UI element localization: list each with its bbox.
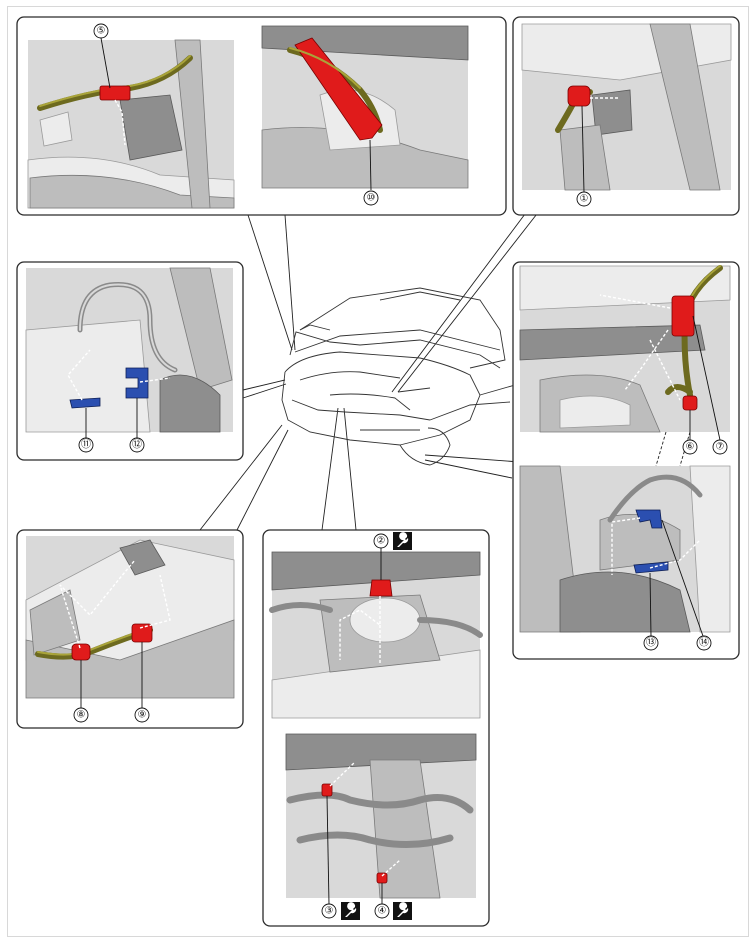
svg-text:⑩: ⑩ xyxy=(367,193,376,204)
panel-bottom-center xyxy=(262,529,490,927)
callout-11: ⑪ xyxy=(78,437,94,453)
bolt-4 xyxy=(376,872,388,884)
callout-1: ① xyxy=(576,191,592,207)
svg-text:⑬: ⑬ xyxy=(646,637,656,649)
wrench-icon xyxy=(393,902,412,920)
wrench-icon xyxy=(393,532,412,550)
svg-text:⑫: ⑫ xyxy=(132,439,142,451)
callout-9: ⑨ xyxy=(134,707,150,723)
callout-5: ⑤ xyxy=(93,23,109,39)
callout-7: ⑦ xyxy=(712,439,728,455)
svg-text:⑥: ⑥ xyxy=(686,442,695,453)
clip-5 xyxy=(99,85,131,101)
svg-text:②: ② xyxy=(377,536,386,547)
bolt-2 xyxy=(369,579,393,597)
svg-text:⑪: ⑪ xyxy=(81,439,91,451)
clip-8 xyxy=(71,643,91,661)
wrench-icon xyxy=(341,902,360,920)
callout-8: ⑧ xyxy=(73,707,89,723)
clip-11 xyxy=(69,397,101,409)
svg-text:④: ④ xyxy=(378,906,387,917)
clip-9 xyxy=(131,623,153,643)
panel-bottom-left xyxy=(16,529,244,729)
panel-middle-right xyxy=(512,261,740,660)
callout-14: ⑭ xyxy=(696,635,712,651)
callout-10: ⑩ xyxy=(363,190,379,206)
callout-12: ⑫ xyxy=(129,437,145,453)
svg-text:⑧: ⑧ xyxy=(77,710,86,721)
svg-text:①: ① xyxy=(580,194,589,205)
svg-text:⑭: ⑭ xyxy=(699,637,709,649)
panel-top-left xyxy=(16,16,507,216)
svg-text:⑤: ⑤ xyxy=(97,26,106,37)
vehicle-outline xyxy=(281,287,521,466)
clip-6 xyxy=(682,395,698,411)
clip-12 xyxy=(125,367,149,399)
svg-text:⑨: ⑨ xyxy=(138,710,147,721)
callout-6: ⑥ xyxy=(682,439,698,455)
callout-3: ③ xyxy=(321,903,337,919)
callout-2: ② xyxy=(373,533,389,549)
clip-7 xyxy=(671,295,695,337)
callout-13: ⑬ xyxy=(643,635,659,651)
panel-middle-left xyxy=(16,261,244,461)
callout-4: ④ xyxy=(374,903,390,919)
panel-top-right xyxy=(512,16,740,216)
connector-lines xyxy=(199,209,541,531)
clip-1 xyxy=(567,85,591,107)
clip-14 xyxy=(635,509,663,529)
clip-10 xyxy=(294,37,383,141)
svg-text:③: ③ xyxy=(325,906,334,917)
svg-text:⑦: ⑦ xyxy=(716,442,725,453)
